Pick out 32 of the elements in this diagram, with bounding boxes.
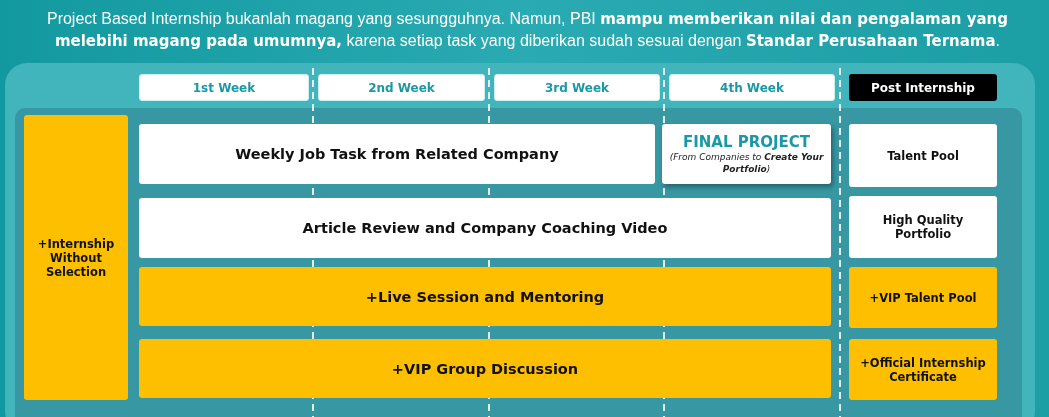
- box-label: Weekly Job Task from Related Company: [235, 146, 559, 162]
- final-project-box: [662, 124, 831, 184]
- week-header: [494, 74, 660, 101]
- program-bar: [139, 198, 831, 258]
- box-label: +Official Internship Certificate: [859, 355, 987, 384]
- box-label: +Live Session and Mentoring: [365, 288, 605, 305]
- intro-paragraph: Project Based Internship bukanlah magang yang sesungguhnya. Namun, PBI mampu memberikan nilai dan pengalaman yang melebihi magang pada umumnya, karena setiap task yang diberikan sudah sesuai dengan Standar Perusahaan Ternama.: [45, 9, 1009, 52]
- box-label: Talent Pool: [887, 148, 959, 163]
- box-label: 2nd Week: [368, 80, 435, 95]
- box-label: Post Internship: [871, 80, 975, 95]
- box-label: +VIP Group Discussion: [391, 360, 579, 377]
- box-label: High Quality Portfolio: [881, 213, 965, 241]
- box-subtitle: (From Companies to Create Your Portfolio): [668, 151, 825, 175]
- outcome-box: [849, 267, 997, 328]
- box-label: 1st Week: [192, 80, 256, 95]
- box-label: FINAL PROJECT: [682, 133, 811, 151]
- week-header: [139, 74, 309, 101]
- program-bar: [139, 267, 831, 326]
- post-internship-header: [849, 74, 997, 101]
- box-label: +Internship Without Selection: [36, 236, 116, 279]
- outcome-box: [849, 124, 997, 187]
- outcome-box: [849, 196, 997, 258]
- box-label: 4th Week: [720, 80, 784, 95]
- program-bar: [139, 339, 831, 398]
- box-label: +VIP Talent Pool: [869, 290, 977, 305]
- box-label: 3rd Week: [544, 80, 610, 95]
- box-label: Article Review and Company Coaching Video: [302, 220, 668, 236]
- week-header: [669, 74, 835, 101]
- week-header: [318, 74, 485, 101]
- outcome-box: [849, 339, 997, 400]
- side-box: [24, 115, 128, 400]
- program-bar: [139, 124, 655, 184]
